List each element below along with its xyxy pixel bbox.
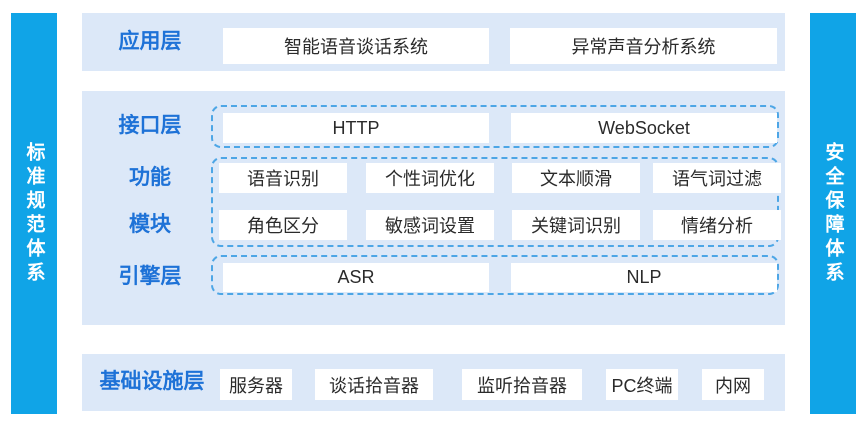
function-box-text-smoothing: 文本顺滑 xyxy=(512,163,640,193)
infra-box-server: 服务器 xyxy=(220,369,292,400)
app-box-smart-voice-talk: 智能语音谈话系统 xyxy=(223,28,489,64)
engine-box-nlp: NLP xyxy=(511,263,777,292)
module-box-role-separation: 角色区分 xyxy=(219,210,347,240)
interface-box-http: HTTP xyxy=(223,113,489,143)
infra-box-talk-pickup-mic: 谈话拾音器 xyxy=(315,369,433,400)
infrastructure-layer-label: 基础设施层 xyxy=(99,370,205,393)
infrastructure-layer-panel: 基础设施层 服务器 谈话拾音器 监听拾音器 PC终端 内网 xyxy=(82,354,785,411)
function-label: 功能 xyxy=(129,166,171,189)
module-box-keyword-recognition: 关键词识别 xyxy=(512,210,640,240)
standards-system-bar: 标准规范体系 xyxy=(11,13,57,414)
app-box-abnormal-sound: 异常声音分析系统 xyxy=(510,28,777,64)
engine-layer-group xyxy=(211,255,779,295)
interface-layer-group xyxy=(211,105,779,148)
function-module-group xyxy=(211,157,779,247)
function-box-speech-recognition: 语音识别 xyxy=(219,163,347,193)
infra-box-pc-terminal: PC终端 xyxy=(606,369,678,400)
function-box-personal-word-optimization: 个性词优化 xyxy=(366,163,494,193)
security-system-label: 安全保障体系 xyxy=(822,141,844,286)
application-layer-label: 应用层 xyxy=(118,30,182,53)
engine-layer-label: 引擎层 xyxy=(118,265,182,288)
infra-box-monitor-pickup-mic: 监听拾音器 xyxy=(462,369,582,400)
interface-layer-label: 接口层 xyxy=(118,114,182,137)
module-box-sensitive-word-setting: 敏感词设置 xyxy=(366,210,494,240)
engine-box-asr: ASR xyxy=(223,263,489,292)
application-layer-panel: 应用层 智能语音谈话系统 异常声音分析系统 xyxy=(82,13,785,71)
standards-system-label: 标准规范体系 xyxy=(23,141,45,286)
infra-box-intranet: 内网 xyxy=(702,369,764,400)
module-box-emotion-analysis: 情绪分析 xyxy=(653,210,781,240)
interface-box-websocket: WebSocket xyxy=(511,113,777,143)
security-system-bar: 安全保障体系 xyxy=(810,13,856,414)
middle-layers-panel: 接口层 功能 模块 引擎层 HTTP WebSocket 语音识别 个性词优化 … xyxy=(82,91,785,325)
function-box-modal-word-filter: 语气词过滤 xyxy=(653,163,781,193)
module-label: 模块 xyxy=(129,213,171,236)
